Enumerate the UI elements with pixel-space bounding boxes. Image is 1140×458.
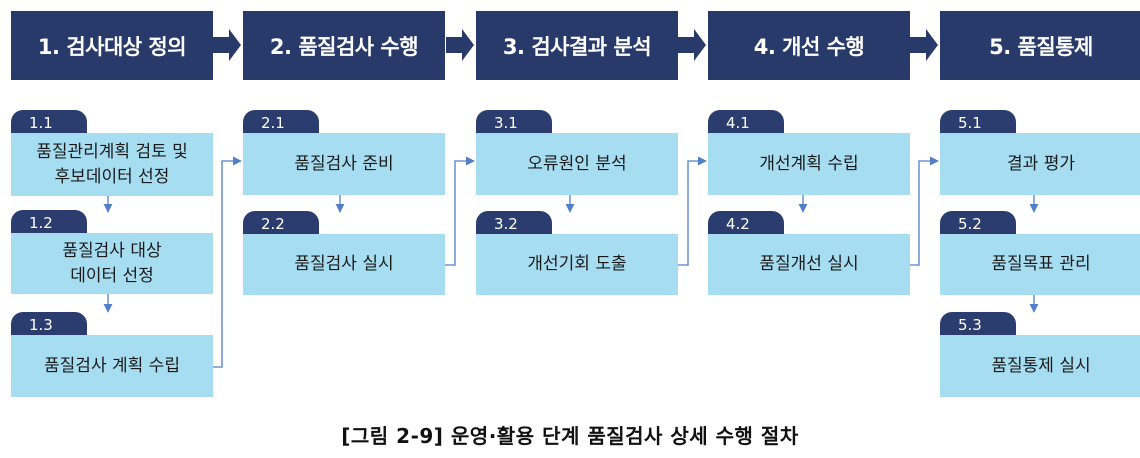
step-1-1-number: 1.1: [11, 110, 87, 134]
step-1-2-box: 품질검사 대상 데이터 선정: [11, 233, 213, 294]
step-4-1-number: 4.1: [708, 110, 784, 134]
step-5-1-box: 결과 평가: [940, 133, 1140, 195]
step-2-1-box: 품질검사 준비: [243, 133, 445, 195]
step-2-1-number: 2.1: [243, 110, 319, 134]
step-5-3-number: 5.3: [940, 312, 1016, 336]
step-4-2-box: 품질개선 실시: [708, 234, 910, 295]
phase-4-header: 4. 개선 수행: [708, 11, 910, 80]
step-1-1-box: 품질관리계획 검토 및 후보데이터 선정: [11, 133, 213, 196]
step-1-3-box: 품질검사 계획 수립: [11, 335, 213, 397]
phase-arrow-icon: [910, 29, 938, 61]
phase-arrow-icon: [213, 29, 241, 61]
step-4-1-box: 개선계획 수립: [708, 133, 910, 195]
step-4-2-number: 4.2: [708, 211, 784, 235]
phase-1-header: 1. 검사대상 정의: [11, 11, 213, 80]
phase-arrow-icon: [678, 29, 706, 61]
step-2-2-box: 품질검사 실시: [243, 234, 445, 295]
step-3-1-box: 오류원인 분석: [476, 133, 678, 195]
step-5-2-box: 품질목표 관리: [940, 234, 1140, 295]
step-5-3-box: 품질통제 실시: [940, 335, 1140, 397]
step-1-2-number: 1.2: [11, 210, 87, 234]
phase-arrow-icon: [446, 29, 474, 61]
figure-caption: [그림 2-9] 운영·활용 단계 품질검사 상세 수행 절차: [341, 424, 799, 448]
step-1-3-number: 1.3: [11, 312, 87, 336]
phase-3-header: 3. 검사결과 분석: [476, 11, 678, 80]
step-3-1-number: 3.1: [476, 110, 552, 134]
step-3-2-box: 개선기회 도출: [476, 234, 678, 295]
phase-2-header: 2. 품질검사 수행: [243, 11, 445, 80]
phase-5-header: 5. 품질통제: [940, 11, 1140, 80]
step-2-2-number: 2.2: [243, 211, 319, 235]
step-5-1-number: 5.1: [940, 110, 1016, 134]
step-3-2-number: 3.2: [476, 211, 552, 235]
step-5-2-number: 5.2: [940, 211, 1016, 235]
